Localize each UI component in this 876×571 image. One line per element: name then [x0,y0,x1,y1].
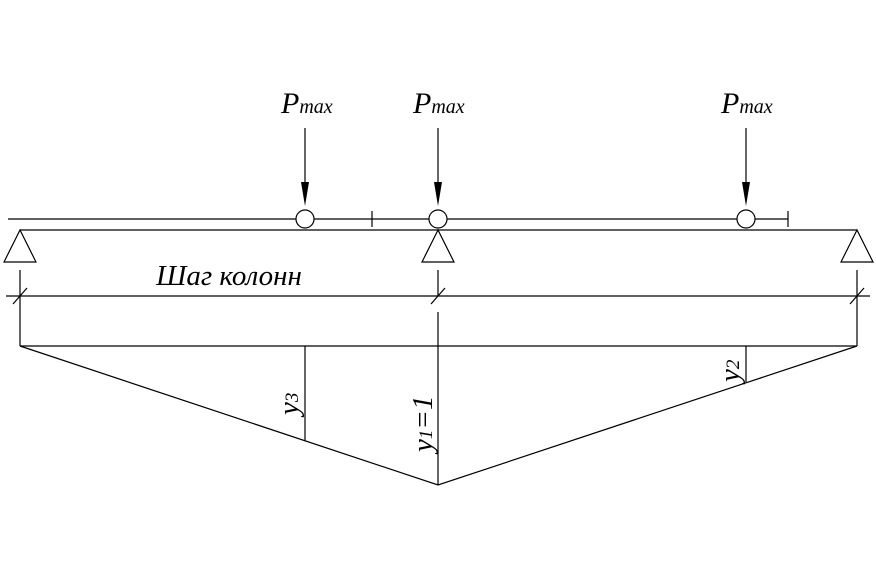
load-point-2 [428,209,448,229]
support-left [3,228,37,263]
load-arrow-1-head [301,182,309,206]
dim-tick-right [849,287,865,305]
load-point-1 [295,209,315,229]
dim-tick-left [12,287,28,305]
load-label-2: Pmax [412,87,465,120]
load-arrow-3-head [742,182,750,206]
ordinate-label-y2: y2 [714,359,746,385]
dim-tick-middle [430,287,446,305]
load-arrow-2-head [434,182,442,206]
load-label-3: Pmax [720,87,773,120]
ordinate-label-y1: y1=1 [407,396,439,455]
load-label-1: Pmax [280,87,333,120]
support-right [840,228,874,263]
ordinate-label-y3: y3 [273,393,305,418]
load-point-3 [736,209,756,229]
span-label: Шаг колонн [155,260,302,292]
support-middle [421,228,455,263]
